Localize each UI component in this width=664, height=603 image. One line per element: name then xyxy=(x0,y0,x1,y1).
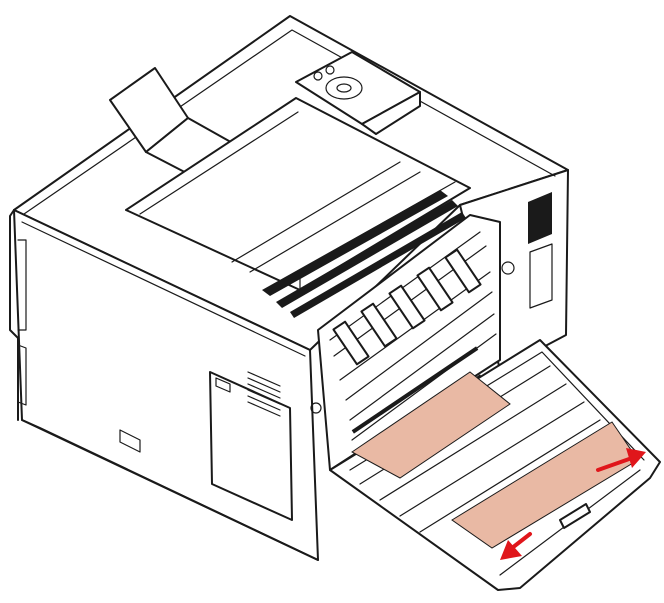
arrow-right xyxy=(596,448,646,472)
control-panel xyxy=(295,51,421,135)
arrow-left xyxy=(500,532,532,560)
paper-upper xyxy=(351,371,511,479)
rear-vents xyxy=(310,192,553,414)
pull-direction-arrows xyxy=(500,448,646,560)
side-panel xyxy=(209,371,293,521)
output-tray-flap xyxy=(109,67,471,318)
jammed-paper-sheet xyxy=(351,371,639,549)
side-vents xyxy=(247,371,281,417)
